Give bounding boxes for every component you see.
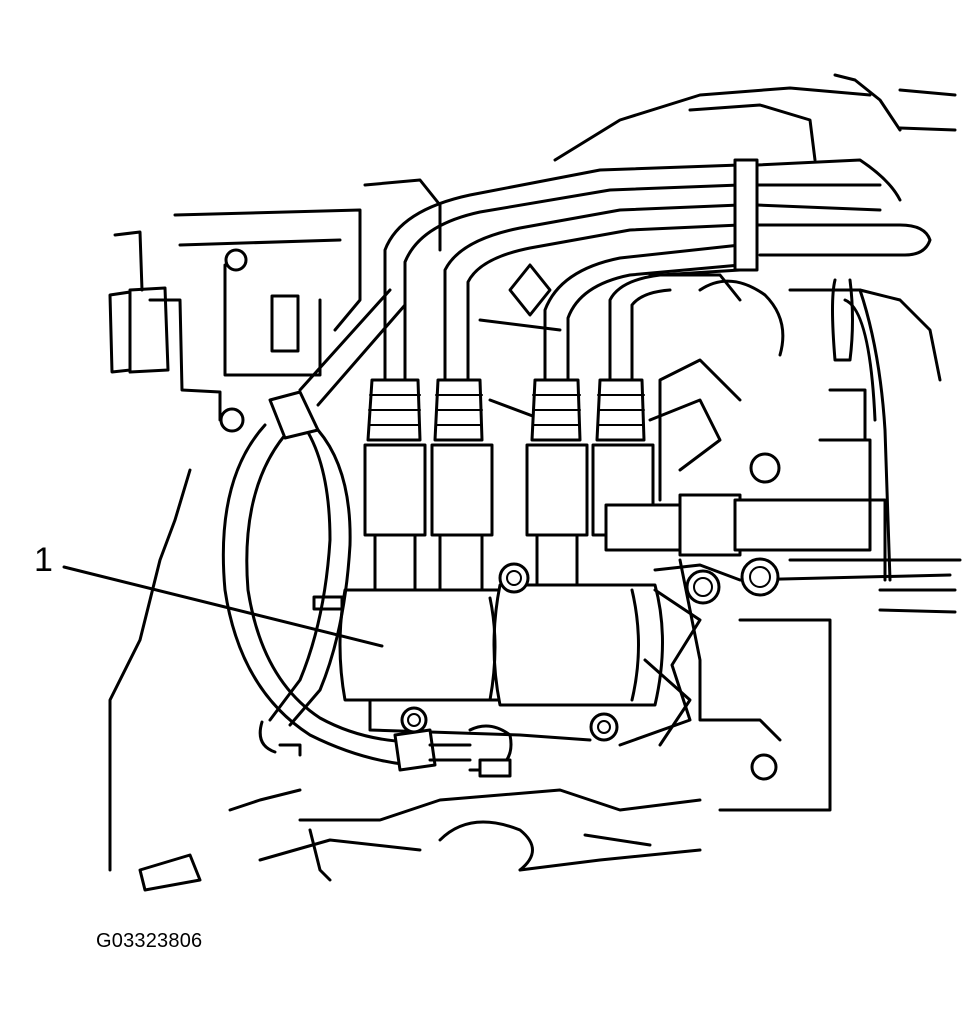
- engine-background: [108, 73, 962, 892]
- spark-plug-wire-bundle: [298, 158, 932, 407]
- callout-leader-line: [62, 565, 384, 648]
- callout-label-1: 1: [34, 541, 53, 579]
- ignition-coil: [312, 562, 702, 778]
- figure-id: G03323806: [96, 930, 203, 952]
- wire-boots: [363, 378, 655, 592]
- vacuum-hose: [221, 390, 472, 772]
- fuel-rail: [604, 278, 952, 605]
